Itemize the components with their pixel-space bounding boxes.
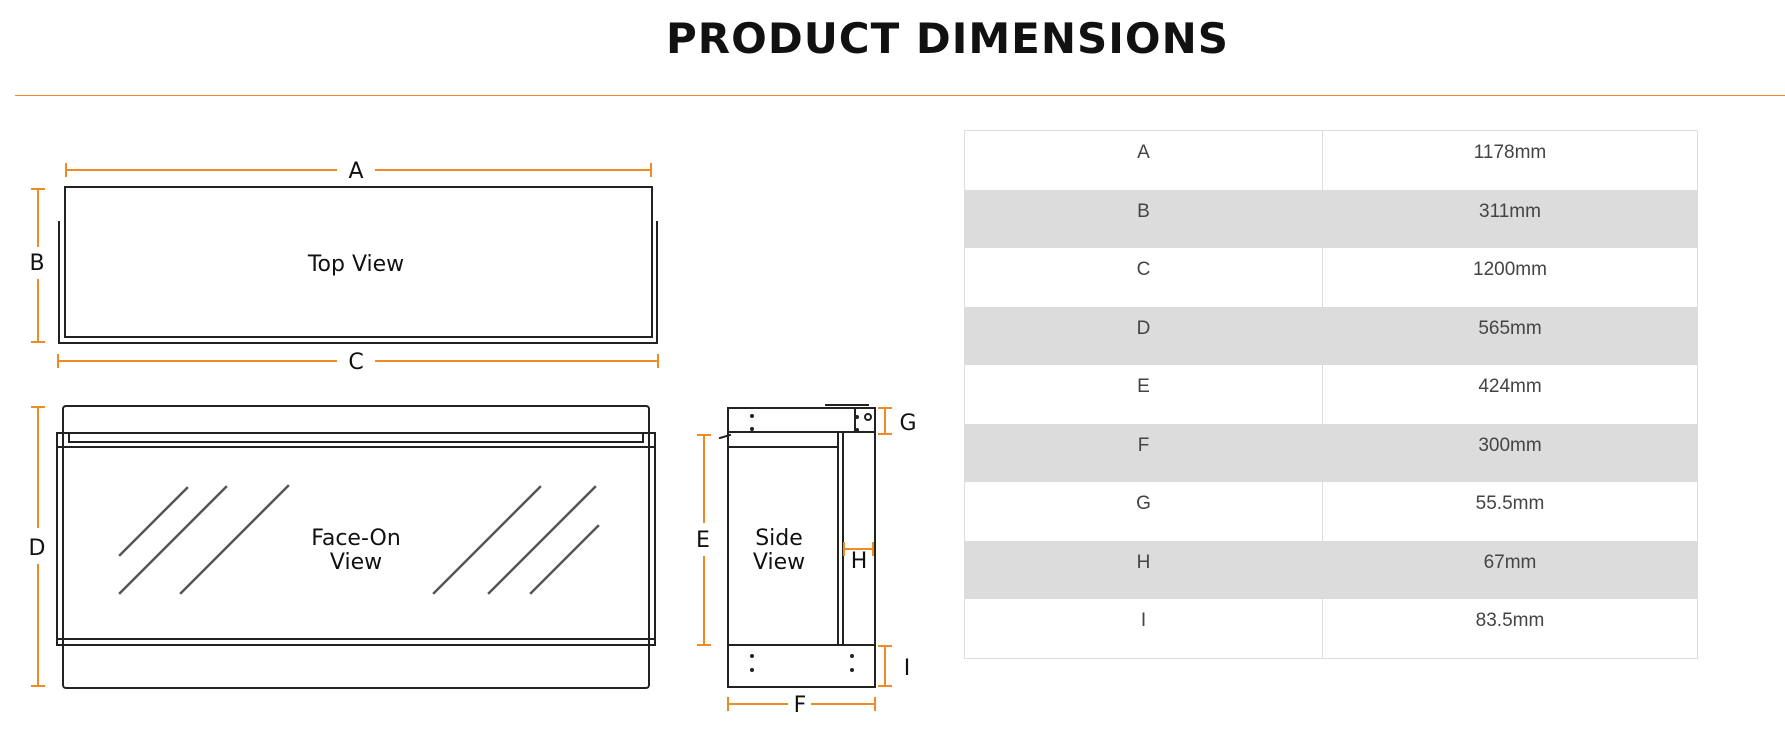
dimension-line-g xyxy=(878,407,892,435)
title-divider xyxy=(15,95,1785,96)
table-row: I 83.5mm xyxy=(964,599,1698,658)
dimension-line-e xyxy=(697,434,711,646)
dimension-line-c xyxy=(57,354,659,368)
dimension-line-a xyxy=(65,163,652,177)
side-view-label-line2: View xyxy=(753,550,805,575)
dimension-line-d xyxy=(31,406,45,687)
dimension-line-f xyxy=(727,697,876,711)
side-view-screw-dots xyxy=(750,414,859,672)
dimension-line-h xyxy=(843,542,874,556)
dimension-letter-b: B xyxy=(29,251,44,276)
table-row: A 1178mm xyxy=(964,130,1698,190)
dimension-value-cell: 300mm xyxy=(1322,423,1698,482)
dimension-line-i xyxy=(878,645,892,687)
dimension-key-cell: C xyxy=(964,248,1323,307)
dimension-key-cell: A xyxy=(964,130,1323,190)
face-on-view-label-line2: View xyxy=(330,550,382,575)
dimension-value-cell: 565mm xyxy=(1322,306,1698,365)
dimension-key-cell: H xyxy=(964,540,1323,599)
table-row: E 424mm xyxy=(964,365,1698,424)
dimension-key-cell: F xyxy=(964,423,1323,482)
dimension-key-cell: B xyxy=(964,189,1323,248)
dimension-value-cell: 83.5mm xyxy=(1322,599,1698,658)
dimension-value-cell: 55.5mm xyxy=(1322,482,1698,541)
dimension-letter-c: C xyxy=(348,350,363,375)
dimension-key-cell: I xyxy=(964,599,1323,658)
table-row: G 55.5mm xyxy=(964,482,1698,541)
dimension-letter-i: I xyxy=(904,656,911,681)
top-view-drawing xyxy=(58,186,658,344)
dimensions-table: A 1178mm B 311mm C 1200mm D 565mm E 424m… xyxy=(964,130,1698,659)
table-row: D 565mm xyxy=(964,306,1698,365)
dimension-value-cell: 424mm xyxy=(1322,365,1698,424)
dimension-letter-h: H xyxy=(851,549,868,574)
dimension-key-cell: E xyxy=(964,365,1323,424)
page-title: PRODUCT DIMENSIONS xyxy=(666,14,1229,63)
table-row: H 67mm xyxy=(964,540,1698,599)
face-on-view-drawing xyxy=(56,405,656,689)
face-on-view-label-line1: Face-On xyxy=(311,526,401,551)
dimension-key-cell: G xyxy=(964,482,1323,541)
dimension-line-b xyxy=(31,188,45,343)
table-row: B 311mm xyxy=(964,189,1698,248)
dimension-letter-e: E xyxy=(696,528,710,553)
dimension-letter-a: A xyxy=(348,159,363,184)
dimension-letter-g: G xyxy=(899,411,916,436)
side-view-drawing xyxy=(718,404,876,688)
side-view-label-line1: Side xyxy=(755,526,803,551)
dimension-value-cell: 1200mm xyxy=(1322,248,1698,307)
dimension-letter-d: D xyxy=(29,536,46,561)
dimension-value-cell: 67mm xyxy=(1322,540,1698,599)
dimension-value-cell: 1178mm xyxy=(1322,130,1698,190)
dimension-value-cell: 311mm xyxy=(1322,189,1698,248)
dimension-key-cell: D xyxy=(964,306,1323,365)
table-row: C 1200mm xyxy=(964,248,1698,307)
top-view-label: Top View xyxy=(307,252,404,277)
dimension-diagram: A B C D E F G H I Top View Face-On View … xyxy=(29,159,917,718)
glass-reflection-lines xyxy=(118,484,600,595)
table-row: F 300mm xyxy=(964,423,1698,482)
dimension-letter-f: F xyxy=(794,693,807,718)
